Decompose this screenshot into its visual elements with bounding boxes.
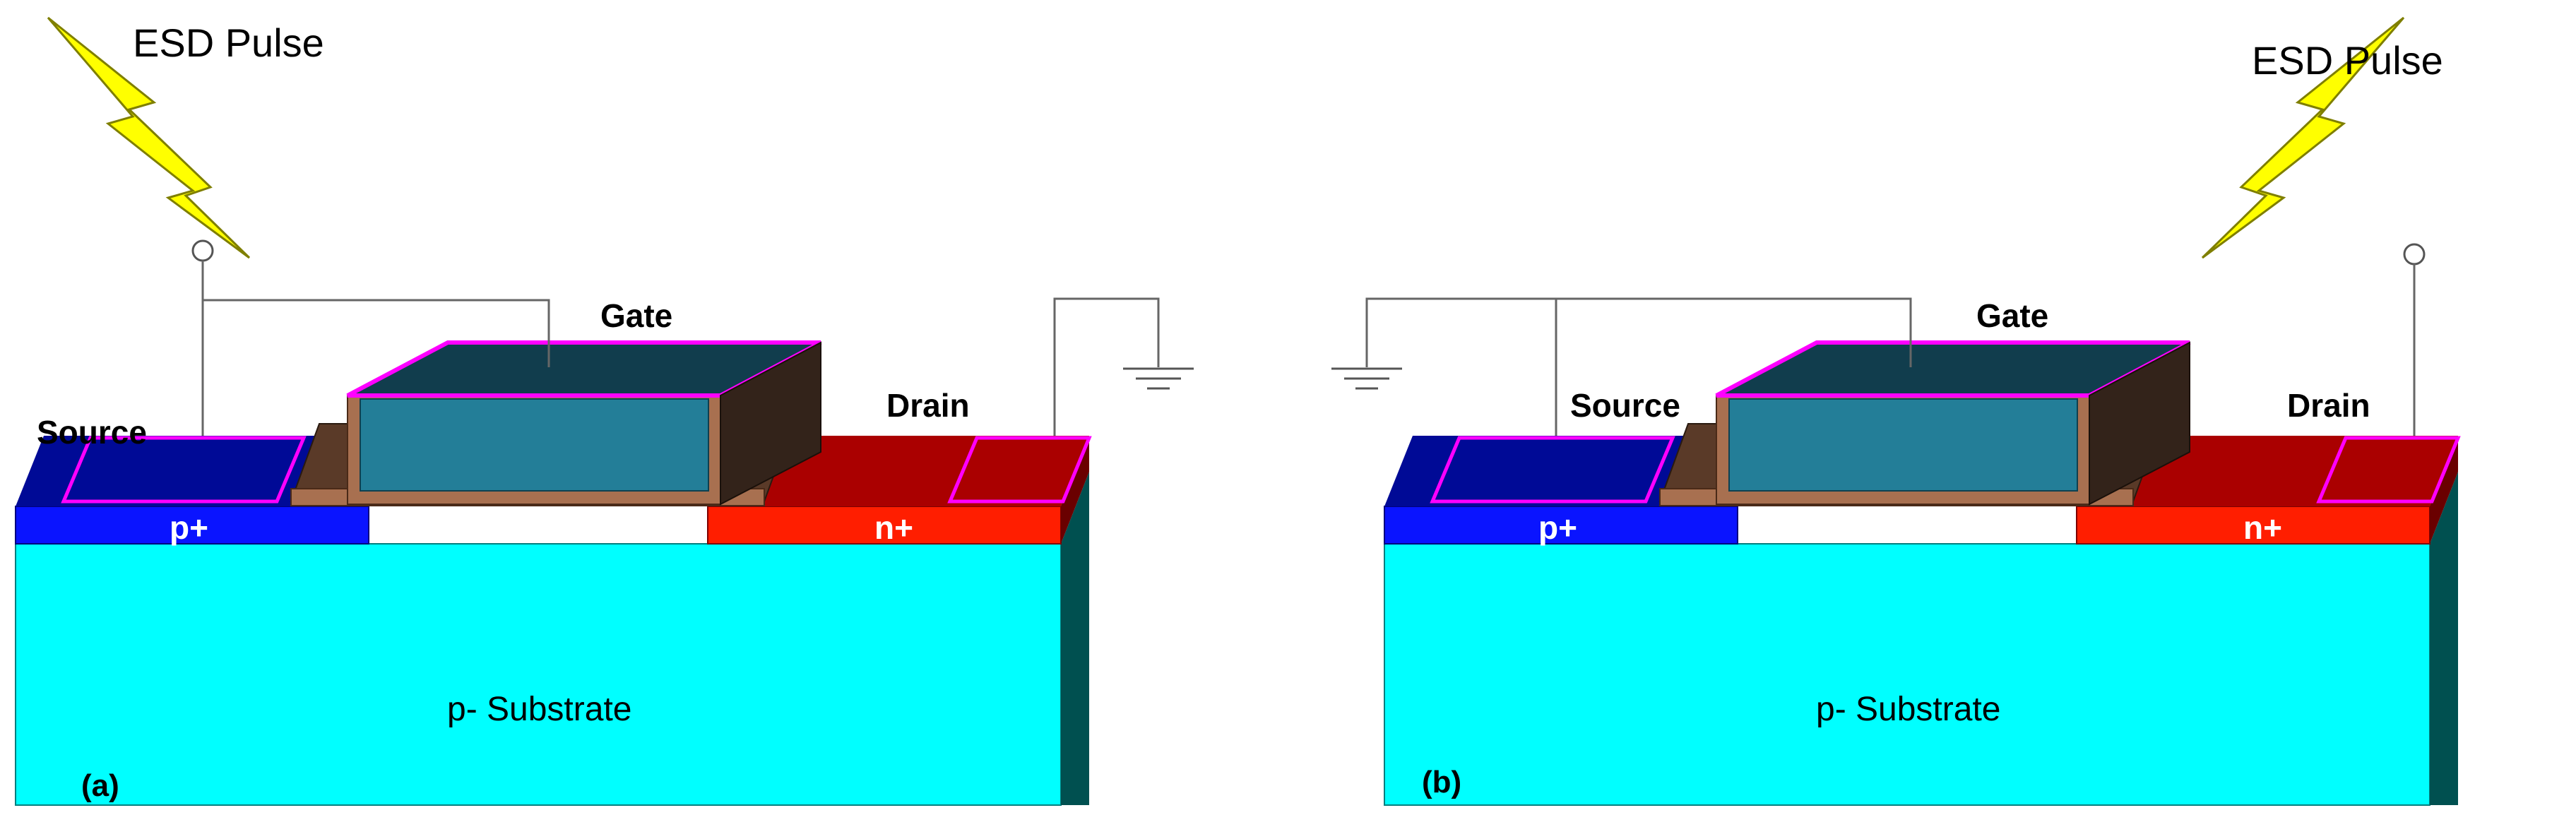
- esd-terminal-a: [191, 239, 214, 262]
- wire-gate-b: [1365, 297, 1912, 367]
- panel-b: ESD Pulse Source Gate Drain p+ n+ p- Sub…: [1330, 16, 2458, 805]
- ground-icon-a: [1122, 367, 1195, 390]
- gate-label-a: Gate: [600, 297, 672, 334]
- esd-label-b: ESD Pulse: [2252, 38, 2443, 83]
- esd-terminal-b: [2403, 243, 2426, 266]
- n-plus-label-b: n+: [2243, 509, 2282, 546]
- panel-tag-a: (a): [81, 768, 119, 803]
- gate-label-b: Gate: [1976, 297, 2048, 334]
- substrate-label-b: p- Substrate: [1816, 691, 2000, 728]
- source-label-b: Source: [1570, 387, 1680, 424]
- p-plus-label-b: p+: [1538, 509, 1577, 546]
- drain-label-b: Drain: [2287, 387, 2370, 424]
- source-label-a: Source: [37, 414, 147, 451]
- panel-a: ESD Pulse Source Gate Drain p+ n+ p- Sub…: [16, 16, 1195, 805]
- p-plus-label-a: p+: [170, 509, 208, 546]
- panel-tag-b: (b): [1422, 765, 1461, 799]
- ground-icon-b: [1330, 367, 1403, 390]
- esd-label-a: ESD Pulse: [133, 20, 324, 65]
- wire-gate-a: [203, 299, 550, 367]
- n-plus-label-a: n+: [874, 509, 913, 546]
- drain-label-a: Drain: [886, 387, 970, 424]
- substrate-label-a: p- Substrate: [447, 691, 631, 728]
- wire-drain-a: [1053, 297, 1160, 436]
